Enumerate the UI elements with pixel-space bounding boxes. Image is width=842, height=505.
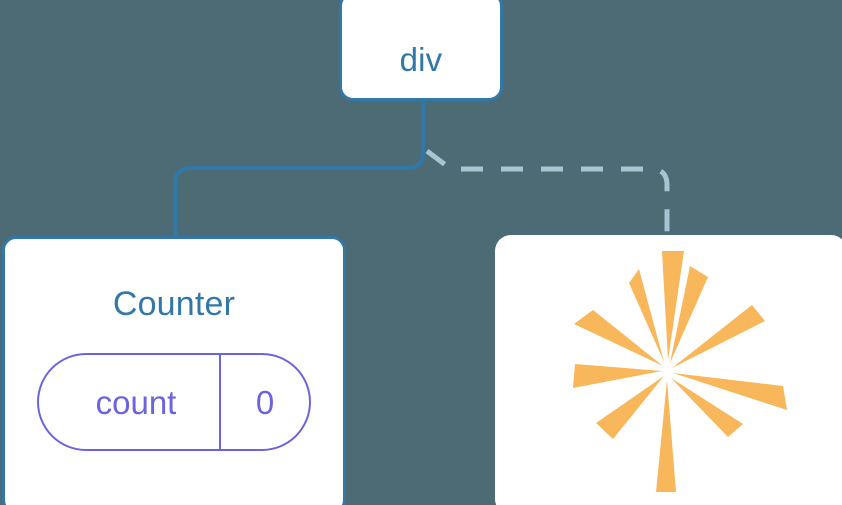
ray-nnw	[629, 269, 664, 362]
sparkle-burst-icon	[573, 251, 787, 492]
node-div-label: div	[399, 41, 443, 78]
ray-nne	[670, 266, 708, 363]
node-div[interactable]: div	[339, 0, 503, 101]
node-counter[interactable]: Counter count 0	[2, 236, 346, 505]
ray-sse	[671, 378, 743, 437]
node-effect[interactable]	[495, 235, 842, 505]
ray-ese	[673, 373, 787, 410]
ray-ene	[672, 305, 765, 368]
burst-rays	[573, 251, 787, 492]
ray-s	[656, 380, 676, 492]
ray-nw	[574, 310, 663, 366]
edge-div-to-effect	[425, 149, 670, 238]
state-key-label: count	[95, 383, 177, 421]
ray-wsw	[596, 376, 664, 439]
ray-wnw	[573, 364, 662, 388]
state-value-label: 0	[219, 355, 309, 449]
node-counter-title: Counter	[112, 285, 236, 323]
state-pill-count[interactable]: count 0	[37, 353, 311, 451]
edge-div-to-counter	[173, 99, 425, 242]
ray-n	[662, 251, 684, 360]
